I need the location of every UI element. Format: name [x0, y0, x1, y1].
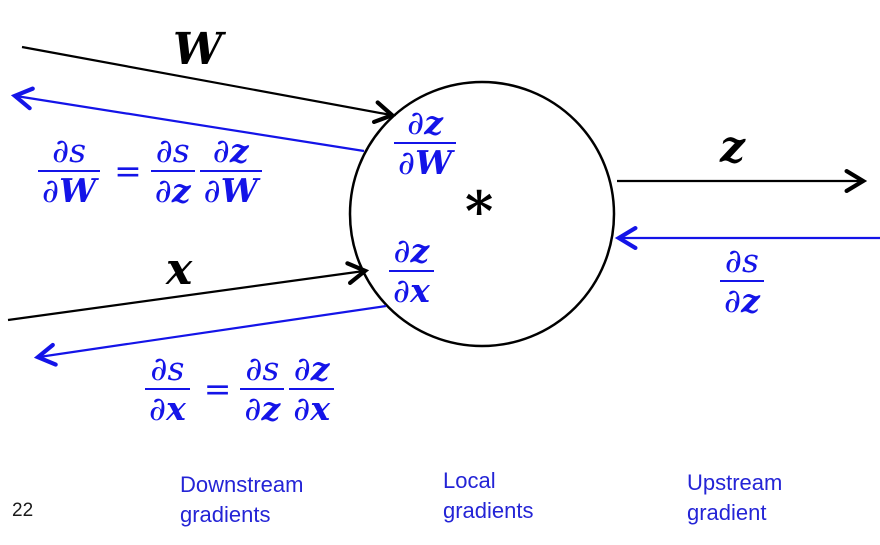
upstream-gradient-ds-dz: ∂s ∂z	[720, 244, 764, 317]
z-edge-label: z	[720, 122, 745, 173]
page-number: 22	[12, 500, 34, 521]
equals-sign: =	[203, 369, 232, 409]
x-edge-label: x	[166, 244, 193, 295]
fraction-ds-dz: ∂s ∂z	[150, 134, 195, 207]
fraction-ds-dW: ∂s ∂W	[38, 134, 101, 207]
w-edge-label: W	[173, 24, 223, 75]
chain-rule-equation-x: ∂s ∂x = ∂s ∂z ∂z ∂x	[145, 352, 335, 425]
fraction-dz-dx: ∂z ∂x	[289, 352, 335, 425]
x-input-arrow	[7, 261, 370, 322]
caption-downstream-gradients: Downstream gradients	[180, 472, 304, 527]
fraction-dz-dW: ∂z ∂W	[199, 134, 262, 207]
fraction-ds-dz: ∂s ∂z	[240, 352, 285, 425]
chain-rule-equation-w: ∂s ∂W = ∂s ∂z ∂z ∂W	[38, 134, 262, 207]
local-gradient-dz-dx: ∂z ∂x	[389, 234, 434, 307]
multiply-operator: *	[465, 179, 494, 243]
downstream-x-gradient-arrow	[33, 304, 387, 367]
w-input-arrow	[21, 45, 397, 125]
local-gradient-dz-dW: ∂z ∂W	[394, 106, 457, 179]
downstream-w-gradient-arrow	[10, 86, 365, 153]
multiply-node-circle	[348, 80, 616, 348]
fraction-ds-dx: ∂s ∂x	[145, 352, 190, 425]
caption-upstream-gradient: Upstream gradient	[687, 470, 783, 525]
caption-local-gradients: Local gradients	[443, 468, 534, 523]
equals-sign: =	[114, 151, 142, 191]
